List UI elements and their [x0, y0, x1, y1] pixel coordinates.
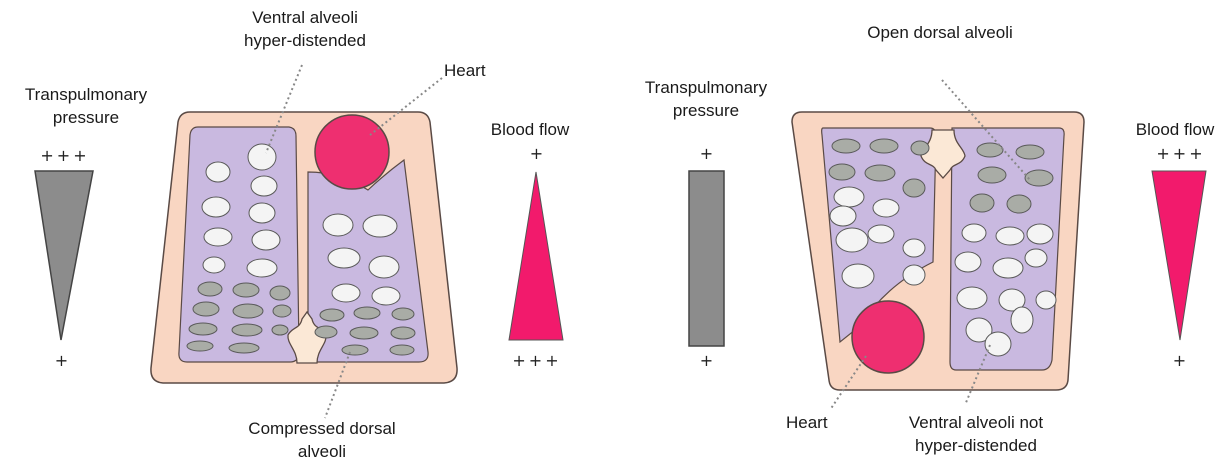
blood-flow-top-marks: +: [530, 146, 546, 162]
transpulmonary-pressure-label: Transpulmonary pressure: [25, 83, 147, 129]
open-alveolus: [202, 197, 230, 217]
open-alveolus: [873, 199, 899, 217]
blood-flow-top-marks: +++: [1156, 146, 1205, 162]
open-dorsal-alveoli-label: Open dorsal alveoli: [867, 21, 1013, 44]
ventral-alveoli-not-text-line1: Ventral alveoli not: [909, 413, 1043, 432]
compressed-alveolus: [392, 308, 414, 320]
compressed-alveolus: [1016, 145, 1044, 159]
pressure-bottom-marks: +: [700, 353, 716, 369]
compressed-alveolus: [903, 179, 925, 197]
transpulmonary-pressure-text-line1: Transpulmonary: [645, 78, 767, 97]
compressed-alveolus: [911, 141, 929, 155]
compressed-alveolus: [272, 325, 288, 335]
open-alveolus: [369, 256, 399, 278]
compressed-alveolus: [390, 345, 414, 355]
open-alveolus: [830, 206, 856, 226]
open-alveolus: [252, 230, 280, 250]
compressed-alveolus: [189, 323, 217, 335]
open-alveolus: [249, 203, 275, 223]
open-alveolus: [251, 176, 277, 196]
pressure-wedge: [35, 171, 93, 340]
compressed-alveolus: [233, 283, 259, 297]
pressure-bar: [689, 171, 724, 346]
compressed-alveolus: [232, 324, 262, 336]
compressed-alveolus: [233, 304, 263, 318]
compressed-alveolus: [315, 326, 337, 338]
blood-flow-wedge: [1152, 171, 1206, 340]
pressure-top-marks: +: [700, 146, 716, 162]
ventral-alveoli-label: Ventral alveoli hyper-distended: [244, 6, 366, 52]
prone-position-diagram: [689, 80, 1206, 410]
compressed-alveolus: [229, 343, 259, 353]
transpulmonary-pressure-text-line1: Transpulmonary: [25, 85, 147, 104]
pressure-bottom-marks: +: [55, 353, 71, 369]
open-alveolus: [247, 259, 277, 277]
ventral-alveoli-text-line2: hyper-distended: [244, 31, 366, 50]
compressed-alveolus: [193, 302, 219, 316]
compressed-alveolus: [978, 167, 1006, 183]
compressed-alveolus: [270, 286, 290, 300]
open-alveolus: [323, 214, 353, 236]
open-alveolus: [985, 332, 1011, 356]
blood-flow-label: Blood flow: [491, 118, 569, 141]
open-alveolus: [206, 162, 230, 182]
open-alveolus: [868, 225, 894, 243]
transpulmonary-pressure-text-line2: pressure: [53, 108, 119, 127]
compressed-alveolus: [832, 139, 860, 153]
open-alveolus: [955, 252, 981, 272]
heart-label: Heart: [786, 411, 828, 434]
open-alveolus: [1027, 224, 1053, 244]
compressed-alveolus: [342, 345, 368, 355]
open-alveolus: [328, 248, 360, 268]
compressed-alveolus: [865, 165, 895, 181]
heart-label: Heart: [444, 59, 486, 82]
heart: [315, 115, 389, 189]
pressure-top-marks: +++: [40, 148, 89, 164]
open-alveolus: [842, 264, 874, 288]
transpulmonary-pressure-label: Transpulmonary pressure: [645, 76, 767, 122]
blood-flow-label: Blood flow: [1136, 118, 1214, 141]
open-alveolus: [332, 284, 360, 302]
open-alveolus: [903, 239, 925, 257]
compressed-dorsal-text-line2: alveoli: [298, 442, 346, 461]
open-alveolus: [363, 215, 397, 237]
ventral-alveoli-not-text-line2: hyper-distended: [915, 436, 1037, 455]
compressed-dorsal-text-line1: Compressed dorsal: [248, 419, 395, 438]
open-alveolus: [836, 228, 868, 252]
open-alveolus: [993, 258, 1023, 278]
compressed-alveolus: [970, 194, 994, 212]
compressed-alveolus: [391, 327, 415, 339]
blood-flow-wedge: [509, 172, 563, 340]
compressed-alveolus: [870, 139, 898, 153]
open-alveolus: [962, 224, 986, 242]
open-alveolus: [903, 265, 925, 285]
compressed-alveolus: [829, 164, 855, 180]
open-alveolus: [957, 287, 987, 309]
transpulmonary-pressure-text-line2: pressure: [673, 101, 739, 120]
blood-flow-bottom-marks: +: [1173, 353, 1189, 369]
open-alveolus: [248, 144, 276, 170]
open-alveolus: [372, 287, 400, 305]
ventral-alveoli-text-line1: Ventral alveoli: [252, 8, 358, 27]
blood-flow-bottom-marks: +++: [512, 353, 561, 369]
open-alveolus: [834, 187, 864, 207]
compressed-alveolus: [350, 327, 378, 339]
open-alveolus: [1025, 249, 1047, 267]
compressed-alveolus: [1007, 195, 1031, 213]
open-alveolus: [996, 227, 1024, 245]
open-alveolus: [1036, 291, 1056, 309]
compressed-alveolus: [198, 282, 222, 296]
compressed-alveolus: [187, 341, 213, 351]
compressed-alveolus: [273, 305, 291, 317]
open-alveolus: [1011, 307, 1033, 333]
compressed-alveolus: [354, 307, 380, 319]
compressed-dorsal-alveoli-label: Compressed dorsal alveoli: [248, 417, 395, 463]
ventral-alveoli-not-hyperdistended-label: Ventral alveoli not hyper-distended: [909, 411, 1043, 457]
open-alveolus: [203, 257, 225, 273]
compressed-alveolus: [320, 309, 344, 321]
open-alveolus: [204, 228, 232, 246]
